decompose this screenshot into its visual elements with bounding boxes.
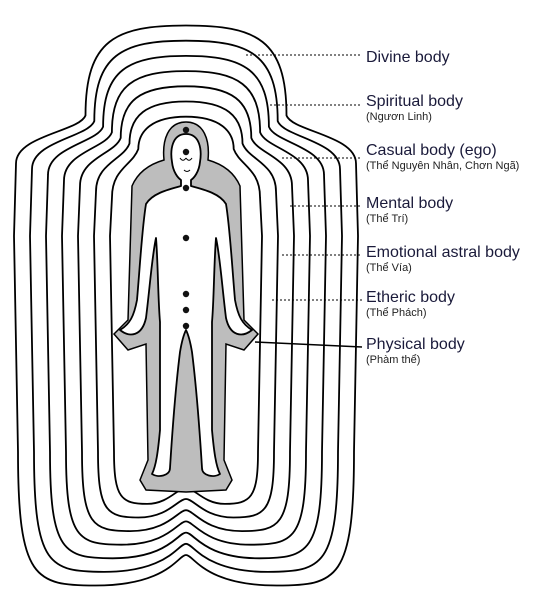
- aura-rings: [13, 24, 359, 587]
- aura-ring: [61, 70, 311, 546]
- chakra-points: [182, 126, 190, 330]
- human-body-outline: [119, 133, 253, 477]
- layer-title: Etheric body: [366, 289, 455, 306]
- chakra-point: [182, 184, 190, 192]
- layer-title: Mental body: [366, 195, 454, 212]
- layer-subtitle: (Phàm thể): [366, 354, 421, 366]
- layer-subtitle: (Thể Phách): [366, 307, 427, 319]
- label-spiritual-body: Spiritual body (Ngươn Linh): [366, 92, 463, 124]
- layer-title: Divine body: [366, 49, 450, 66]
- aura-ring: [45, 54, 327, 560]
- layer-subtitle: (Thể Vía): [366, 262, 412, 274]
- layer-title: Casual body (ego): [366, 142, 497, 159]
- label-mental-body: Mental body (Thể Trí): [366, 194, 453, 226]
- layer-subtitle: (Ngươn Linh): [366, 111, 432, 123]
- chakra-point: [182, 306, 190, 314]
- layer-title: Emotional astral body: [366, 244, 520, 261]
- aura-ring: [93, 100, 279, 519]
- face-detail: [179, 157, 193, 172]
- aura-ring: [13, 24, 359, 587]
- chakra-point: [182, 290, 190, 298]
- layer-subtitle: (Thể Nguyên Nhân, Chơn Ngã): [366, 160, 520, 172]
- aura-ring: [77, 85, 295, 533]
- aura-ring: [29, 39, 343, 573]
- layer-subtitle: (Thể Trí): [366, 213, 409, 225]
- chakra-point: [182, 322, 190, 330]
- chakra-point: [182, 234, 190, 242]
- chakra-point: [182, 126, 190, 134]
- label-etheric-body: Etheric body (Thể Phách): [366, 288, 455, 320]
- chakra-point: [182, 148, 190, 156]
- leader-lines: [246, 54, 362, 301]
- label-divine-body: Divine body: [366, 48, 450, 67]
- label-physical-body: Physical body (Phàm thể): [366, 335, 465, 367]
- layer-title: Spiritual body: [366, 93, 463, 110]
- label-emotional-astral-body: Emotional astral body (Thể Vía): [366, 243, 520, 275]
- leader-physical: [254, 341, 363, 348]
- layer-title: Physical body: [366, 336, 465, 353]
- label-casual-body: Casual body (ego) (Thể Nguyên Nhân, Chơn…: [366, 141, 519, 173]
